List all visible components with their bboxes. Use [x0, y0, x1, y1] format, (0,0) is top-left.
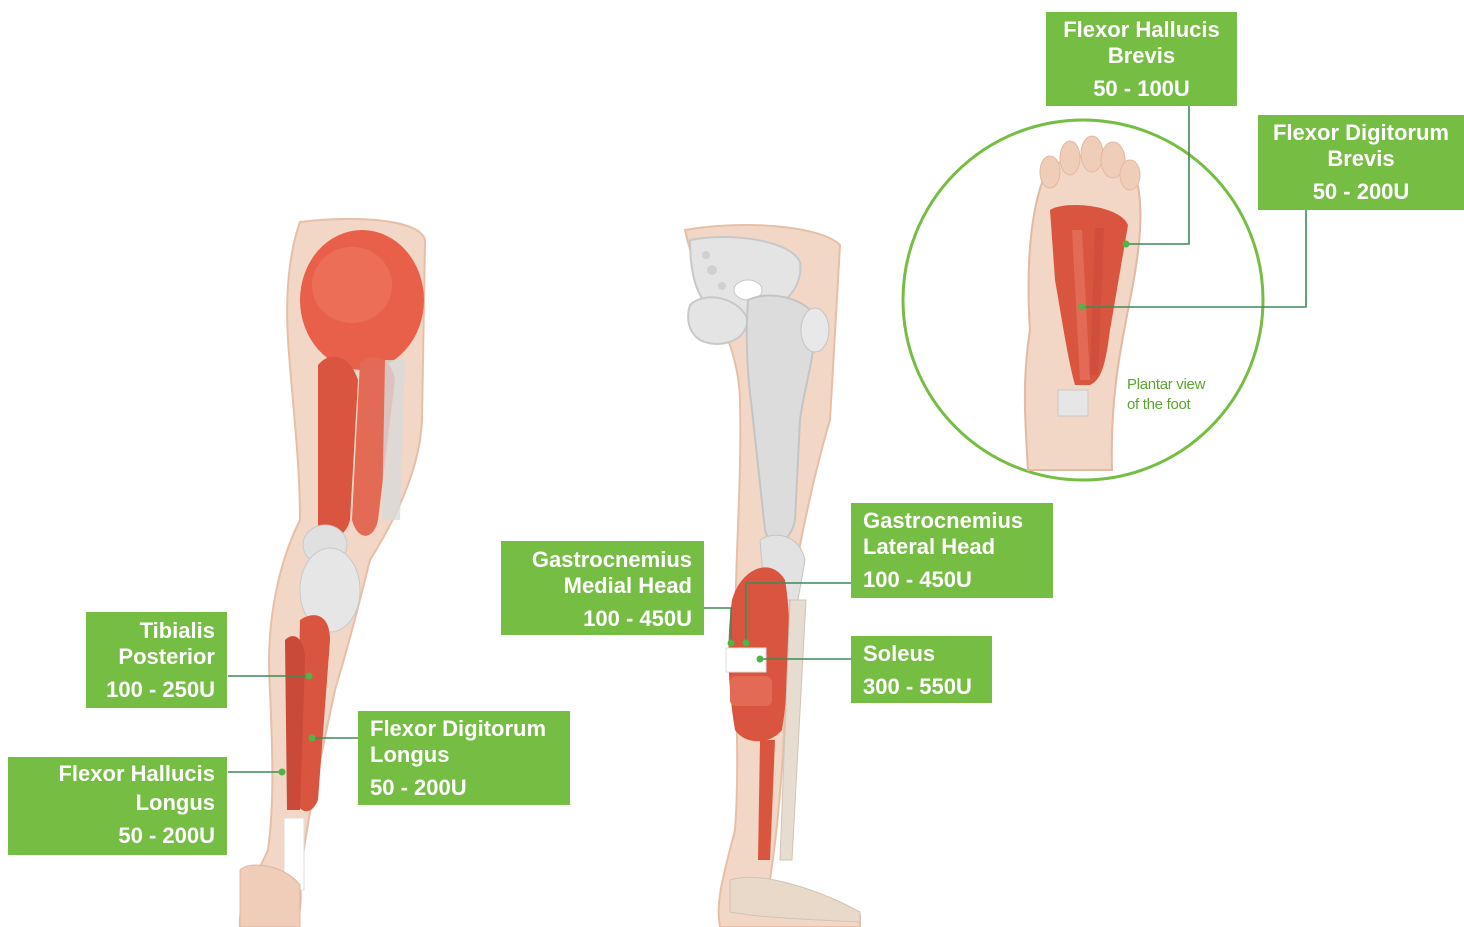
label-flexor-digitorum-brevis-line2: Brevis — [1258, 146, 1464, 172]
label-flexor-hallucis-longus-line2: Longus — [8, 790, 215, 816]
label-flexor-digitorum-longus-line2: Longus — [370, 742, 570, 768]
label-flexor-digitorum-brevis-dose: 50 - 200U — [1258, 179, 1464, 205]
center-leg-illustration — [685, 225, 860, 927]
label-gastrocnemius-lateral-head: Gastrocnemius Lateral Head 100 - 450U — [851, 503, 1053, 598]
label-gastrocnemius-medial-head-dose: 100 - 450U — [501, 606, 692, 632]
label-tibialis-posterior-line1: Tibialis — [86, 618, 215, 644]
label-flexor-digitorum-longus-line1: Flexor Digitorum — [370, 716, 570, 742]
plantar-inset — [903, 120, 1263, 480]
label-flexor-hallucis-brevis: Flexor Hallucis Brevis 50 - 100U — [1046, 12, 1237, 106]
label-flexor-digitorum-longus-dose: 50 - 200U — [370, 775, 570, 801]
plantar-view-caption-line1: Plantar view — [1127, 375, 1205, 395]
label-gastrocnemius-lateral-head-line2: Lateral Head — [863, 534, 1053, 560]
label-gastrocnemius-medial-head-line2: Medial Head — [501, 573, 692, 599]
plantar-view-caption-line2: of the foot — [1127, 395, 1205, 415]
left-leg-illustration — [240, 219, 425, 927]
label-soleus: Soleus 300 - 550U — [851, 636, 992, 703]
label-flexor-hallucis-longus-line1: Flexor Hallucis — [8, 761, 215, 787]
label-gastrocnemius-medial-head: Gastrocnemius Medial Head 100 - 450U — [501, 541, 704, 635]
label-gastrocnemius-medial-head-line1: Gastrocnemius — [501, 547, 692, 573]
label-flexor-hallucis-brevis-line2: Brevis — [1046, 43, 1237, 69]
label-gastrocnemius-lateral-head-dose: 100 - 450U — [863, 567, 1053, 593]
label-flexor-hallucis-brevis-line1: Flexor Hallucis — [1046, 17, 1237, 43]
label-flexor-hallucis-brevis-dose: 50 - 100U — [1046, 76, 1237, 102]
label-soleus-dose: 300 - 550U — [863, 674, 992, 700]
label-flexor-hallucis-longus: Flexor Hallucis Longus 50 - 200U — [8, 757, 227, 855]
label-soleus-line1: Soleus — [863, 641, 992, 667]
plantar-view-caption: Plantar view of the foot — [1127, 375, 1205, 415]
label-flexor-digitorum-brevis: Flexor Digitorum Brevis 50 - 200U — [1258, 115, 1464, 210]
label-flexor-digitorum-longus: Flexor Digitorum Longus 50 - 200U — [358, 711, 570, 805]
label-tibialis-posterior-dose: 100 - 250U — [86, 677, 215, 703]
label-flexor-digitorum-brevis-line1: Flexor Digitorum — [1258, 120, 1464, 146]
label-gastrocnemius-lateral-head-line1: Gastrocnemius — [863, 508, 1053, 534]
label-tibialis-posterior: Tibialis Posterior 100 - 250U — [86, 612, 227, 708]
label-tibialis-posterior-line2: Posterior — [86, 644, 215, 670]
label-flexor-hallucis-longus-dose: 50 - 200U — [8, 823, 215, 849]
